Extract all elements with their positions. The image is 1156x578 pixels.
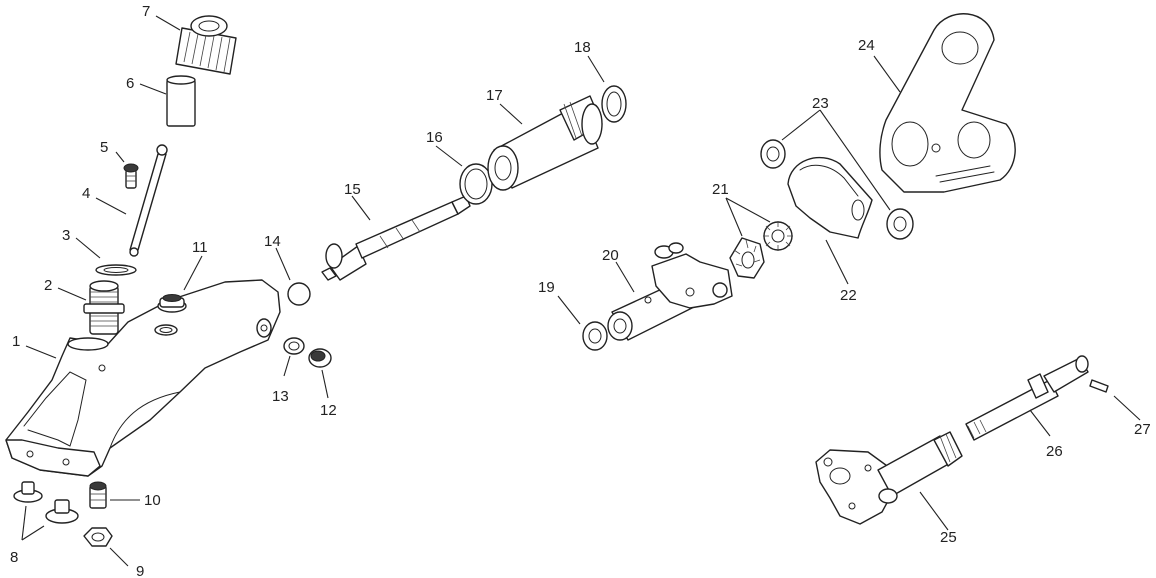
callout-7: 7 <box>142 3 150 20</box>
part-18-o-ring <box>601 85 627 123</box>
part-3-washer <box>95 264 137 276</box>
callout-5: 5 <box>100 139 108 156</box>
callout-labels: 1 2 3 4 5 6 7 8 9 10 11 12 13 14 15 16 1… <box>10 3 1151 578</box>
part-15-drive-shaft <box>321 195 471 281</box>
part-13-washer <box>283 337 305 355</box>
callout-25: 25 <box>940 529 957 546</box>
part-4-long-pin <box>129 144 168 257</box>
callout-14: 14 <box>264 233 281 250</box>
part-16-o-ring <box>459 163 493 205</box>
part-22-retaining-clip <box>787 156 873 239</box>
callout-20: 20 <box>602 247 619 264</box>
callout-6: 6 <box>126 75 134 92</box>
part-19-washer <box>582 321 608 351</box>
part-2-threaded-connector <box>83 280 125 335</box>
part-23-bushings <box>760 139 914 240</box>
part-6-sleeve <box>166 75 196 127</box>
callout-10: 10 <box>144 492 161 509</box>
callout-12: 12 <box>320 402 337 419</box>
part-25-head-housing <box>815 431 963 525</box>
callout-22: 22 <box>840 287 857 304</box>
callout-9: 9 <box>136 563 144 578</box>
callout-18: 18 <box>574 39 591 56</box>
part-14-ball <box>287 282 311 306</box>
callout-16: 16 <box>426 129 443 146</box>
callout-27: 27 <box>1134 421 1151 438</box>
callout-23: 23 <box>812 95 829 112</box>
part-27-small-pin <box>1089 379 1109 393</box>
part-17-bearing-housing <box>487 95 603 191</box>
part-11-plug <box>157 294 187 313</box>
leader-lines <box>21 15 1141 567</box>
callout-21: 21 <box>712 181 729 198</box>
callout-11: 11 <box>192 239 208 256</box>
part-7-knurled-cap <box>175 15 237 75</box>
callout-4: 4 <box>82 185 90 202</box>
callout-1: 1 <box>12 333 20 350</box>
part-5-small-screw <box>123 163 139 189</box>
callout-13: 13 <box>272 388 289 405</box>
callout-15: 15 <box>344 181 361 198</box>
callout-26: 26 <box>1046 443 1063 460</box>
part-26-spindle-shaft <box>965 355 1089 441</box>
callout-24: 24 <box>858 37 875 54</box>
part-10-grease-fitting <box>89 481 107 509</box>
part-21-bevel-gears <box>729 221 793 279</box>
callout-17: 17 <box>486 87 503 104</box>
callout-19: 19 <box>538 279 555 296</box>
part-8-fittings <box>13 481 79 524</box>
part-24-side-handle <box>879 13 1016 193</box>
callout-2: 2 <box>44 277 52 294</box>
part-1-housing <box>5 279 281 477</box>
part-9-hex-nut <box>83 527 113 547</box>
part-20-gear-housing <box>607 242 733 341</box>
part-12-set-screw <box>308 348 332 368</box>
callout-8: 8 <box>10 549 18 566</box>
callout-3: 3 <box>62 227 70 244</box>
